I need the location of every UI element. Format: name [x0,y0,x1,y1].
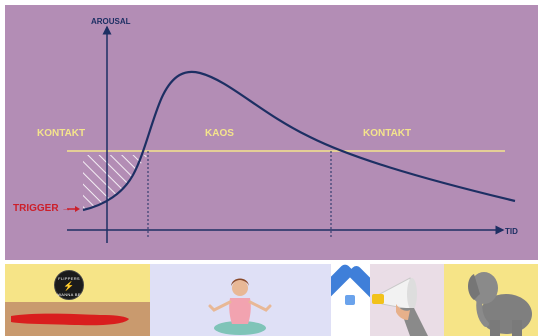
arousal-diagram: AROUSAL TID KONTAKT KAOS KONTAKT TRIGGER… [5,5,538,260]
arousal-curve [83,72,515,210]
megaphone-tile [370,264,444,336]
bandage-cross-icon [331,264,370,336]
bandage-tile [331,264,370,336]
phase-label-contact-before: KONTAKT [37,128,85,139]
logo-tile: FLIPPERS ⚡ WANNA BE [5,264,150,336]
badge-bottom-text: WANNA BE [55,292,83,297]
trigger-arrowhead [75,206,80,212]
y-axis-label: AROUSAL [91,17,131,26]
meditation-tile [150,264,331,336]
elephant-image [444,264,538,336]
elephant-tile [444,264,538,336]
image-strip: FLIPPERS ⚡ WANNA BE [5,264,538,336]
badge-mark: ⚡ [55,281,83,292]
logo-badge: FLIPPERS ⚡ WANNA BE [54,270,84,300]
meditating-woman-image [150,264,331,336]
megaphone-hand-image [370,264,444,336]
phase-label-contact-after: KONTAKT [363,128,411,139]
trigger-label: TRIGGER → [13,203,71,214]
phase-label-chaos: KAOS [205,128,234,139]
x-axis-label: TID [505,227,518,236]
